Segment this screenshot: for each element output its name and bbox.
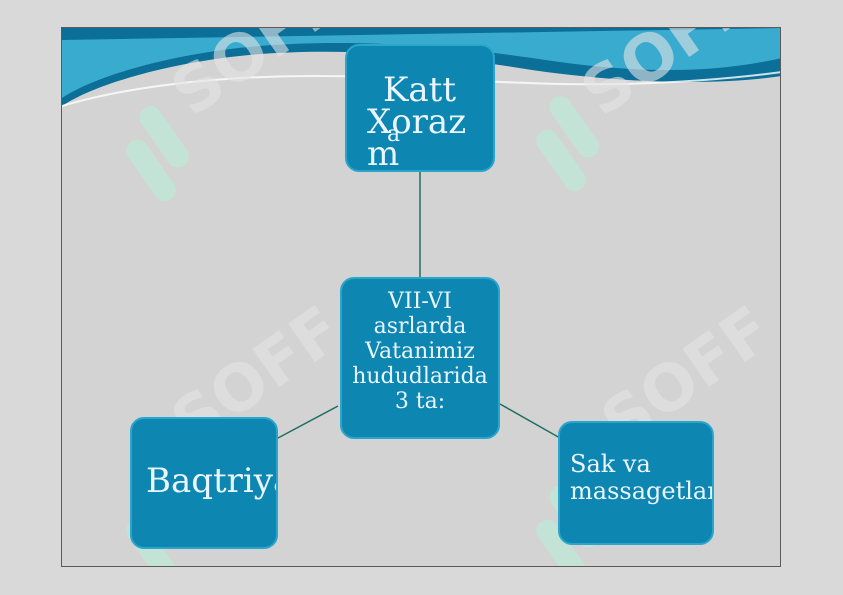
node-center-title: VII-VI asrlarda Vatanimiz hududlarida 3 …: [340, 277, 500, 439]
node-top-line2: Xoraz: [367, 102, 467, 142]
connector-left: [277, 405, 339, 439]
node-right-text: Sak va massagetlar: [570, 450, 714, 505]
node-baqtriya: Baqtriya: [130, 417, 278, 549]
node-top-line3: m: [367, 134, 400, 172]
node-center-text: VII-VI asrlarda Vatanimiz hududlarida 3 …: [352, 289, 495, 414]
node-katta-xorazm: Katt Xoraz m a: [345, 44, 495, 172]
node-top-line1: Katt: [383, 70, 456, 110]
connector-lines: [277, 172, 561, 439]
node-top-overlap: a: [387, 122, 401, 147]
connector-right: [499, 403, 561, 439]
node-sak-massagetlar: Sak va massagetlar: [558, 421, 714, 545]
slide-canvas: SOFF SOFF SOFF SOFF Katt Xoraz m a VII-V…: [61, 27, 781, 567]
node-left-text: Baqtriya: [146, 461, 276, 501]
